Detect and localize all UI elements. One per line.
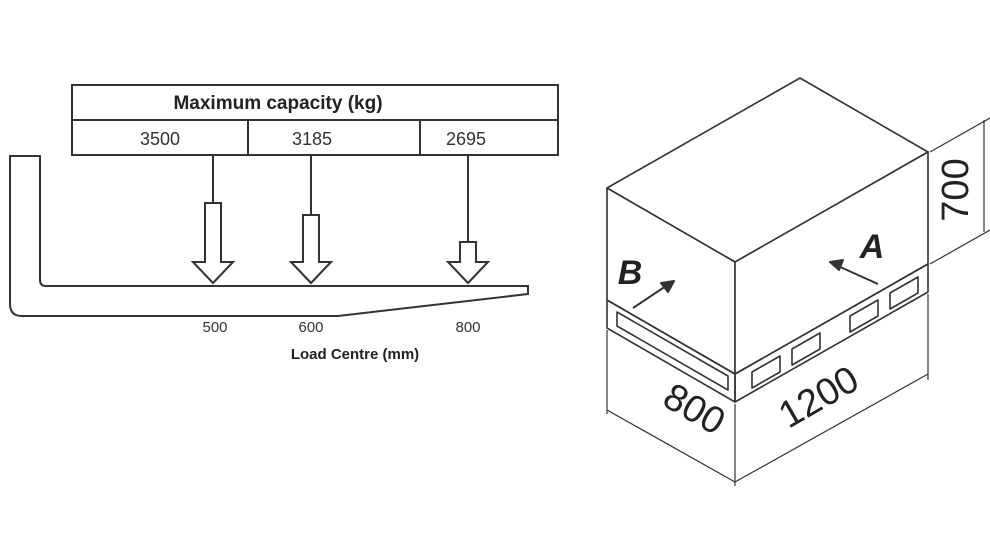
table-title: Maximum capacity (kg) xyxy=(173,93,382,114)
pallet-side-face xyxy=(734,263,929,403)
load-centre-tick-800: 800 xyxy=(455,319,480,336)
pallet-diagram xyxy=(606,77,990,486)
direction-arrow-b xyxy=(632,280,675,309)
load-box xyxy=(606,77,929,375)
capacity-diagram xyxy=(9,84,559,317)
height-dimension-label: 700 xyxy=(935,158,977,221)
pallet-side-opening xyxy=(751,355,781,389)
capacity-table xyxy=(71,84,559,156)
load-arrow-500 xyxy=(190,155,236,285)
load-centre-tick-600: 600 xyxy=(298,319,323,336)
direction-arrow-a xyxy=(829,259,879,285)
length-dimension-label: 1200 xyxy=(772,358,866,437)
fork-outline xyxy=(9,155,529,317)
capacity-value-800: 2695 xyxy=(446,129,486,149)
pallet-base xyxy=(606,263,929,403)
load-centre-axis-label: Load Centre (mm) xyxy=(291,346,419,363)
length-dimension-line xyxy=(734,373,929,483)
depth-dimension-line xyxy=(606,409,736,483)
dimension-lines xyxy=(606,117,990,486)
capacity-value-500: 3500 xyxy=(140,129,180,149)
pallet-side-opening xyxy=(791,332,821,366)
load-arrow-800 xyxy=(445,155,491,285)
load-centre-tick-500: 500 xyxy=(202,319,227,336)
load-arrow-600 xyxy=(288,155,334,285)
label-a: A xyxy=(859,228,885,266)
pallet-side-opening xyxy=(849,299,879,333)
capacity-value-600: 3185 xyxy=(292,129,332,149)
label-b: B xyxy=(618,254,643,292)
pallet-front-opening xyxy=(616,311,729,391)
pallet-side-opening xyxy=(889,276,919,310)
